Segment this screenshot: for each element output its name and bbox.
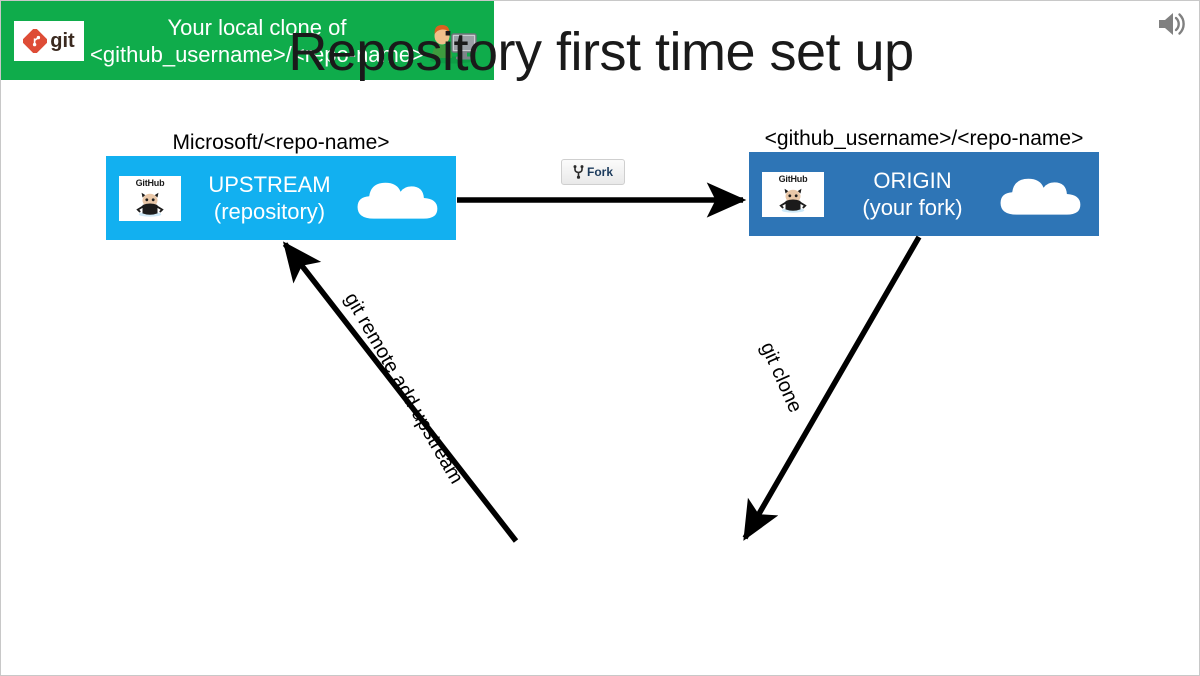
github-logo: GitHub xyxy=(762,171,824,217)
local-clone-label: Your local clone of <github_username>/<r… xyxy=(84,14,424,68)
upstream-title: UPSTREAM xyxy=(208,172,331,197)
cloud-icon xyxy=(357,182,438,219)
speaker-icon[interactable] xyxy=(1153,7,1191,41)
github-logo: GitHub xyxy=(119,175,181,221)
origin-node[interactable]: GitHub ORIGIN (your fork) xyxy=(749,152,1099,236)
github-octocat-icon xyxy=(779,188,807,213)
page-title: Repository first time set up xyxy=(288,22,914,82)
git-logo-text: git xyxy=(50,29,75,52)
cloud-icon xyxy=(1000,178,1081,215)
git-logo: git xyxy=(14,20,84,61)
origin-title: ORIGIN xyxy=(873,168,952,193)
upstream-node[interactable]: GitHub UPSTREAM (repository) xyxy=(106,156,456,240)
upstream-subtitle: (repository) xyxy=(213,199,326,224)
local-clone-subtitle: <github_username>/<repo-name> xyxy=(90,41,424,67)
local-clone-title: Your local clone of xyxy=(167,14,347,40)
remote-add-upstream-label: git remote add upstream xyxy=(339,289,468,488)
person-at-computer-icon xyxy=(430,24,477,63)
local-clone-node[interactable]: git Your local clone of <github_username… xyxy=(1,1,494,80)
origin-caption: <github_username>/<repo-name> xyxy=(764,127,1084,150)
fork-branch-icon xyxy=(573,165,584,179)
fork-button-label: Fork xyxy=(586,165,613,179)
origin-subtitle: (your fork) xyxy=(862,195,963,220)
speaker-icon-svg xyxy=(1159,13,1185,35)
git-diamond-icon xyxy=(23,28,48,53)
github-logo-text: GitHub xyxy=(135,177,165,188)
git-clone-arrow xyxy=(742,235,922,541)
origin-label: ORIGIN (your fork) xyxy=(824,167,995,221)
upstream-label: UPSTREAM (repository) xyxy=(181,171,352,225)
github-octocat-icon xyxy=(136,192,164,217)
github-logo-text: GitHub xyxy=(778,173,808,184)
upstream-caption: Microsoft/<repo-name> xyxy=(172,131,390,154)
git-clone-label: git clone xyxy=(755,339,807,417)
fork-button[interactable]: Fork xyxy=(561,159,625,185)
